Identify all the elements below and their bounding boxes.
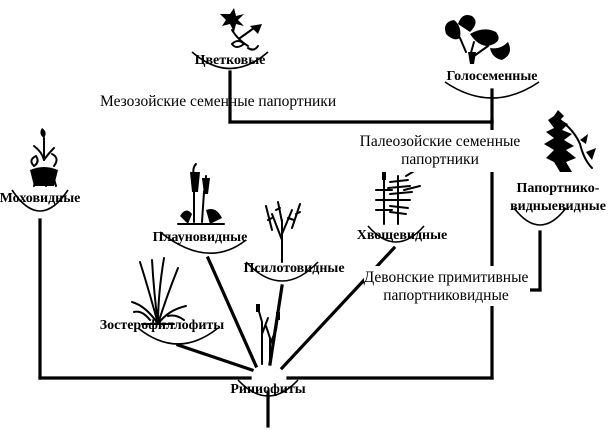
branch-lycopods — [205, 255, 259, 369]
arc-gymnosperms — [444, 81, 540, 99]
labels: Цветковые Голосеменные Мезозойские семен… — [0, 53, 606, 397]
label-flowering: Цветковые — [195, 53, 266, 68]
ginkgo-leaf-icon — [445, 15, 510, 64]
arc-rhyniophytes — [237, 379, 299, 397]
label-ferns-line2: видныевидные — [510, 199, 606, 214]
rhynia-icon — [256, 304, 280, 365]
label-mosses: Моховидные — [0, 191, 80, 206]
arc-psilotes — [245, 261, 319, 282]
label-devonian-line1: Девонские примитивные — [364, 269, 529, 286]
label-paleozoic-seed-ferns-line2: папортники — [401, 151, 479, 168]
arc-ferns — [513, 207, 567, 226]
label-horsetails: Хвощевидные — [357, 228, 448, 243]
arc-flowering — [191, 51, 269, 70]
arc-lycopods — [159, 231, 247, 255]
tree-arcs — [11, 51, 567, 397]
tree-lines — [38, 70, 542, 428]
psilotum-icon — [265, 201, 301, 263]
label-lycopods: Плауновидные — [153, 230, 248, 245]
label-psilotes: Псилотовидные — [243, 261, 344, 276]
arc-mosses — [11, 189, 69, 212]
label-gymnosperms: Голосеменные — [447, 69, 538, 84]
arc-horsetails — [367, 225, 425, 243]
zosterophyllum-icon — [131, 257, 187, 325]
flowering-plant-icon — [220, 8, 262, 51]
branch-zosterophyllophytes — [175, 342, 255, 373]
label-rhyniophytes: Риниофиты — [230, 382, 305, 397]
label-mesozoic-seed-ferns: Мезозойские семенные папортники — [100, 93, 336, 110]
arc-zosterophyllophytes — [137, 327, 219, 345]
club-moss-icon — [177, 163, 225, 225]
horsetail-icon — [375, 168, 421, 225]
fern-frond-icon — [544, 110, 596, 172]
label-devonian-line2: папортниковидные — [383, 287, 509, 304]
moss-plant-icon — [30, 128, 58, 187]
label-paleozoic-seed-ferns-line1: Палеозойские семенные — [360, 133, 521, 150]
label-zosterophyllophytes: Зостерофиллофиты — [100, 318, 225, 333]
label-ferns-line1: Папортнико- — [517, 181, 600, 196]
